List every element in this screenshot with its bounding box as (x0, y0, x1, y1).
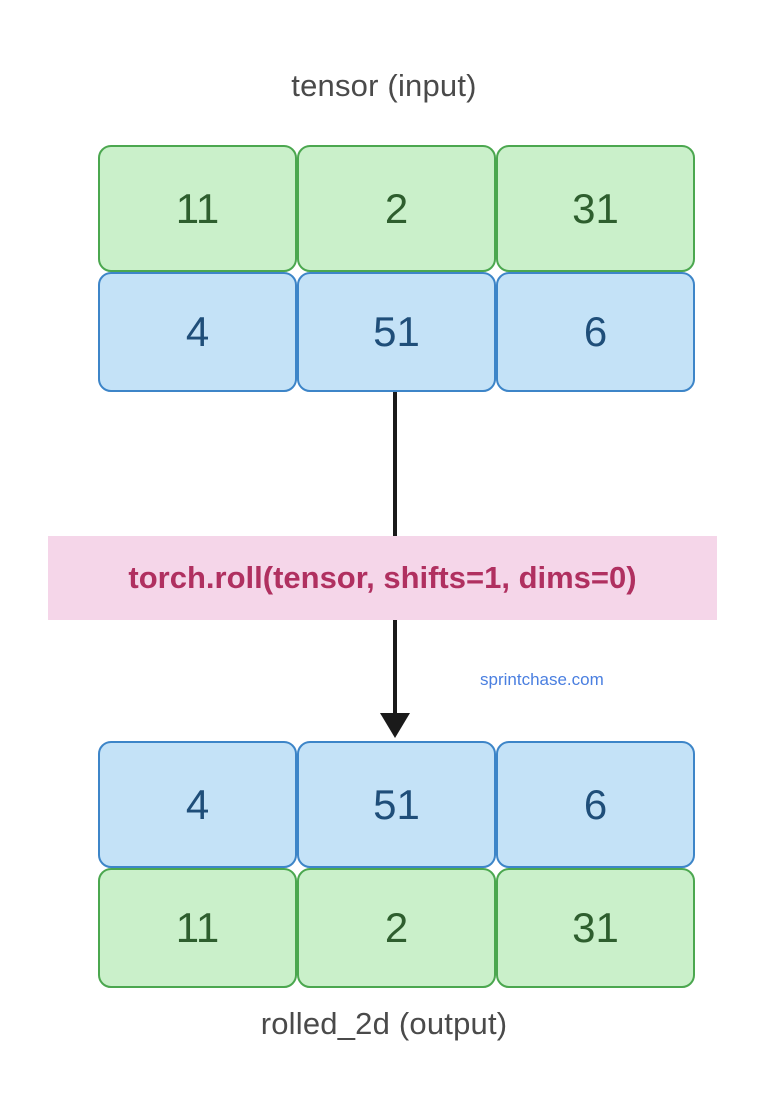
tensor-row: 11 2 31 (98, 145, 695, 272)
input-tensor-grid: 11 2 31 4 51 6 (98, 145, 695, 392)
tensor-cell: 4 (98, 272, 297, 392)
tensor-row: 4 51 6 (98, 741, 695, 868)
down-arrow-icon (380, 713, 410, 738)
tensor-cell: 51 (297, 741, 496, 868)
tensor-cell: 11 (98, 868, 297, 988)
input-to-operation-connector-line (393, 392, 397, 538)
operation-label-text: torch.roll(tensor, shifts=1, dims=0) (128, 560, 637, 595)
tensor-cell: 2 (297, 145, 496, 272)
tensor-row: 4 51 6 (98, 272, 695, 392)
output-tensor-caption: rolled_2d (output) (260, 1006, 508, 1041)
tensor-cell: 4 (98, 741, 297, 868)
tensor-cell: 2 (297, 868, 496, 988)
tensor-cell: 11 (98, 145, 297, 272)
operation-to-output-connector-line (393, 620, 397, 720)
watermark-text: sprintchase.com (480, 670, 604, 689)
operation-label-box: torch.roll(tensor, shifts=1, dims=0) (48, 536, 717, 620)
tensor-cell: 51 (297, 272, 496, 392)
tensor-cell: 31 (496, 145, 695, 272)
tensor-cell: 6 (496, 272, 695, 392)
output-tensor-grid: 4 51 6 11 2 31 (98, 741, 695, 988)
tensor-row: 11 2 31 (98, 868, 695, 988)
input-tensor-caption: tensor (input) (291, 68, 477, 103)
tensor-cell: 31 (496, 868, 695, 988)
tensor-cell: 6 (496, 741, 695, 868)
